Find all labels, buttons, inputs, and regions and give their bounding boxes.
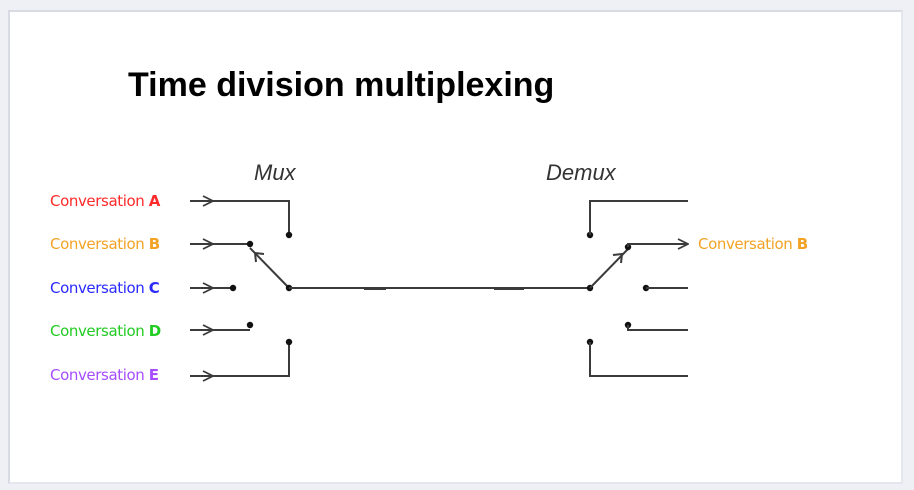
mux-wire-e	[213, 342, 290, 377]
mux-switch-arrowhead	[253, 251, 265, 263]
output-label-b: Conversation B	[698, 235, 808, 253]
input-label-b-prefix: Conversation	[50, 235, 149, 253]
input-label-c-letter: C	[149, 279, 160, 297]
diagram-title: Time division multiplexing	[128, 66, 554, 104]
input-label-e: Conversation E	[50, 366, 159, 384]
mux-contact-a	[285, 231, 293, 239]
mux-contact-c	[229, 284, 237, 292]
input-label-e-letter: E	[149, 366, 159, 384]
demux-wire-e	[589, 342, 688, 377]
input-label-c-prefix: Conversation	[50, 279, 149, 297]
input-label-c: Conversation C	[50, 279, 160, 297]
output-label-b-prefix: Conversation	[698, 235, 797, 253]
input-label-b: Conversation B	[50, 235, 160, 253]
mux-contact-b	[246, 240, 254, 248]
mux-wire-a	[213, 200, 290, 235]
mux-switch-arm	[249, 247, 290, 289]
input-label-b-letter: B	[149, 235, 160, 253]
mux-contact-d	[246, 321, 254, 329]
mux-label: Mux	[254, 160, 297, 185]
demux-wire-b	[627, 244, 688, 247]
output-label-b-letter: B	[797, 235, 808, 253]
slide-canvas	[8, 10, 903, 484]
input-label-a-letter: A	[149, 192, 161, 210]
demux-label: Demux	[546, 160, 617, 185]
input-label-e-prefix: Conversation	[50, 366, 149, 384]
demux-wire-d	[627, 325, 688, 331]
mux-contact-e	[285, 338, 293, 346]
input-label-d-prefix: Conversation	[50, 322, 149, 340]
input-label-d: Conversation D	[50, 322, 161, 340]
demux-wire-a	[589, 200, 688, 235]
input-label-a: Conversation A	[50, 192, 161, 210]
input-label-d-letter: D	[149, 322, 161, 340]
input-label-a-prefix: Conversation	[50, 192, 149, 210]
demux-switch-arrowhead	[612, 252, 624, 264]
